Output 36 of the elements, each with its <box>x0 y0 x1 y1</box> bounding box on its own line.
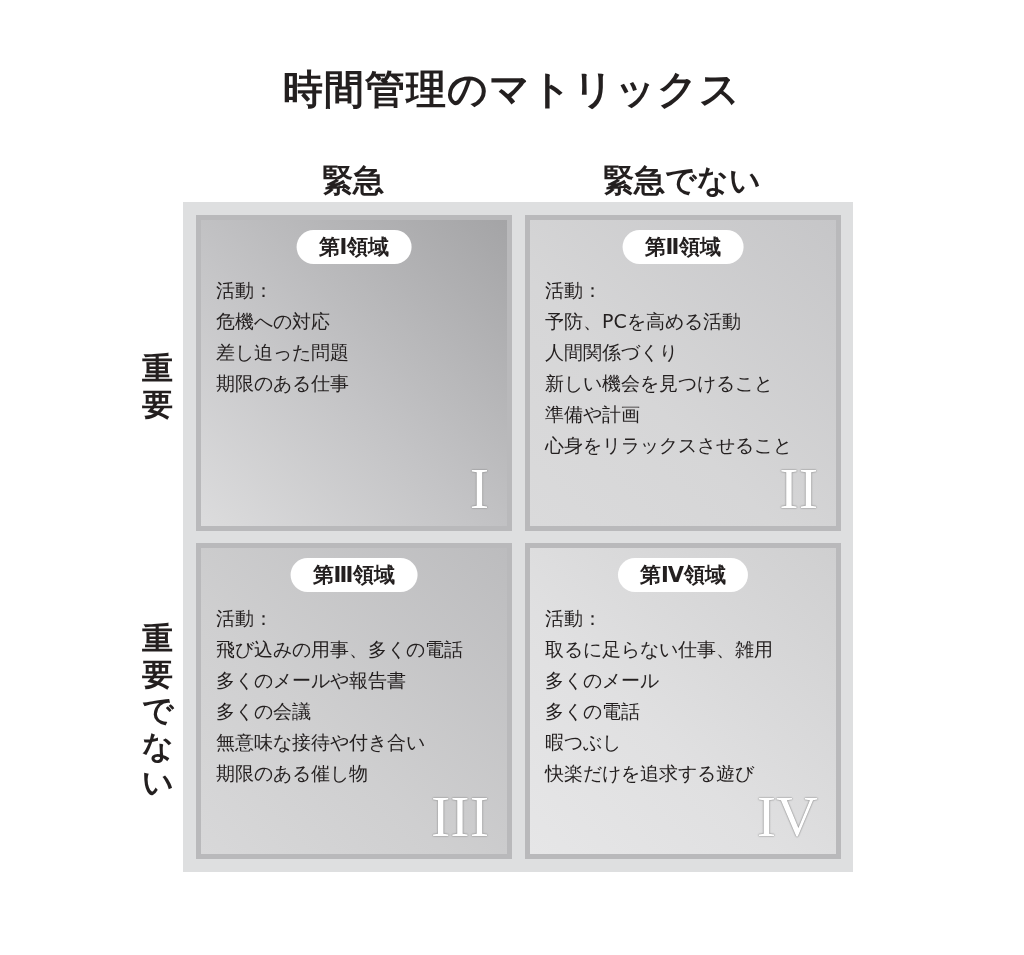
row-label: 重要でない <box>142 620 175 800</box>
activity-heading: 活動： <box>216 278 273 302</box>
activity-item: 多くのメール <box>545 668 659 692</box>
quadrant-panel <box>525 215 841 531</box>
activity-item: 多くの会議 <box>216 699 311 723</box>
activity-item: 危機への対応 <box>216 309 330 333</box>
quadrant-heading: 第Ⅰ領域 <box>296 230 412 264</box>
activity-item: 暇つぶし <box>545 730 621 754</box>
activity-item: 新しい機会を見つけること <box>545 371 773 395</box>
activity-item: 飛び込みの用事、多くの電話 <box>216 637 463 661</box>
quadrant-heading: 第Ⅳ領域 <box>617 558 749 592</box>
activity-item: 取るに足らない仕事、雑用 <box>545 637 773 661</box>
quadrant-heading: 第Ⅲ領域 <box>290 558 418 592</box>
activity-heading: 活動： <box>545 606 602 630</box>
row-label: 重要 <box>142 350 174 422</box>
activity-heading: 活動： <box>216 606 273 630</box>
activity-item: 期限のある催し物 <box>216 761 368 785</box>
activity-heading: 活動： <box>545 278 602 302</box>
quadrant-panel <box>525 543 841 859</box>
activity-item: 準備や計画 <box>545 402 640 426</box>
quadrant-panel <box>196 215 512 531</box>
column-label: 緊急 <box>321 161 385 200</box>
activity-item: 人間関係づくり <box>545 340 678 364</box>
activity-item: 快楽だけを追求する遊び <box>545 761 754 785</box>
activity-item: 心身をリラックスさせること <box>545 433 792 457</box>
activity-item: 期限のある仕事 <box>216 371 349 395</box>
column-label: 緊急でない <box>602 161 762 200</box>
quadrant-panel <box>196 543 512 859</box>
activity-item: 多くのメールや報告書 <box>216 668 406 692</box>
title: 時間管理のマトリックス <box>282 65 742 114</box>
roman-numeral: I <box>469 460 489 518</box>
activity-item: 差し迫った問題 <box>216 340 349 364</box>
quadrant-heading: 第Ⅱ領域 <box>622 230 744 264</box>
activity-item: 無意味な接待や付き合い <box>216 730 425 754</box>
activity-item: 多くの電話 <box>545 699 640 723</box>
activity-item: 予防、PCを高める活動 <box>545 309 741 333</box>
